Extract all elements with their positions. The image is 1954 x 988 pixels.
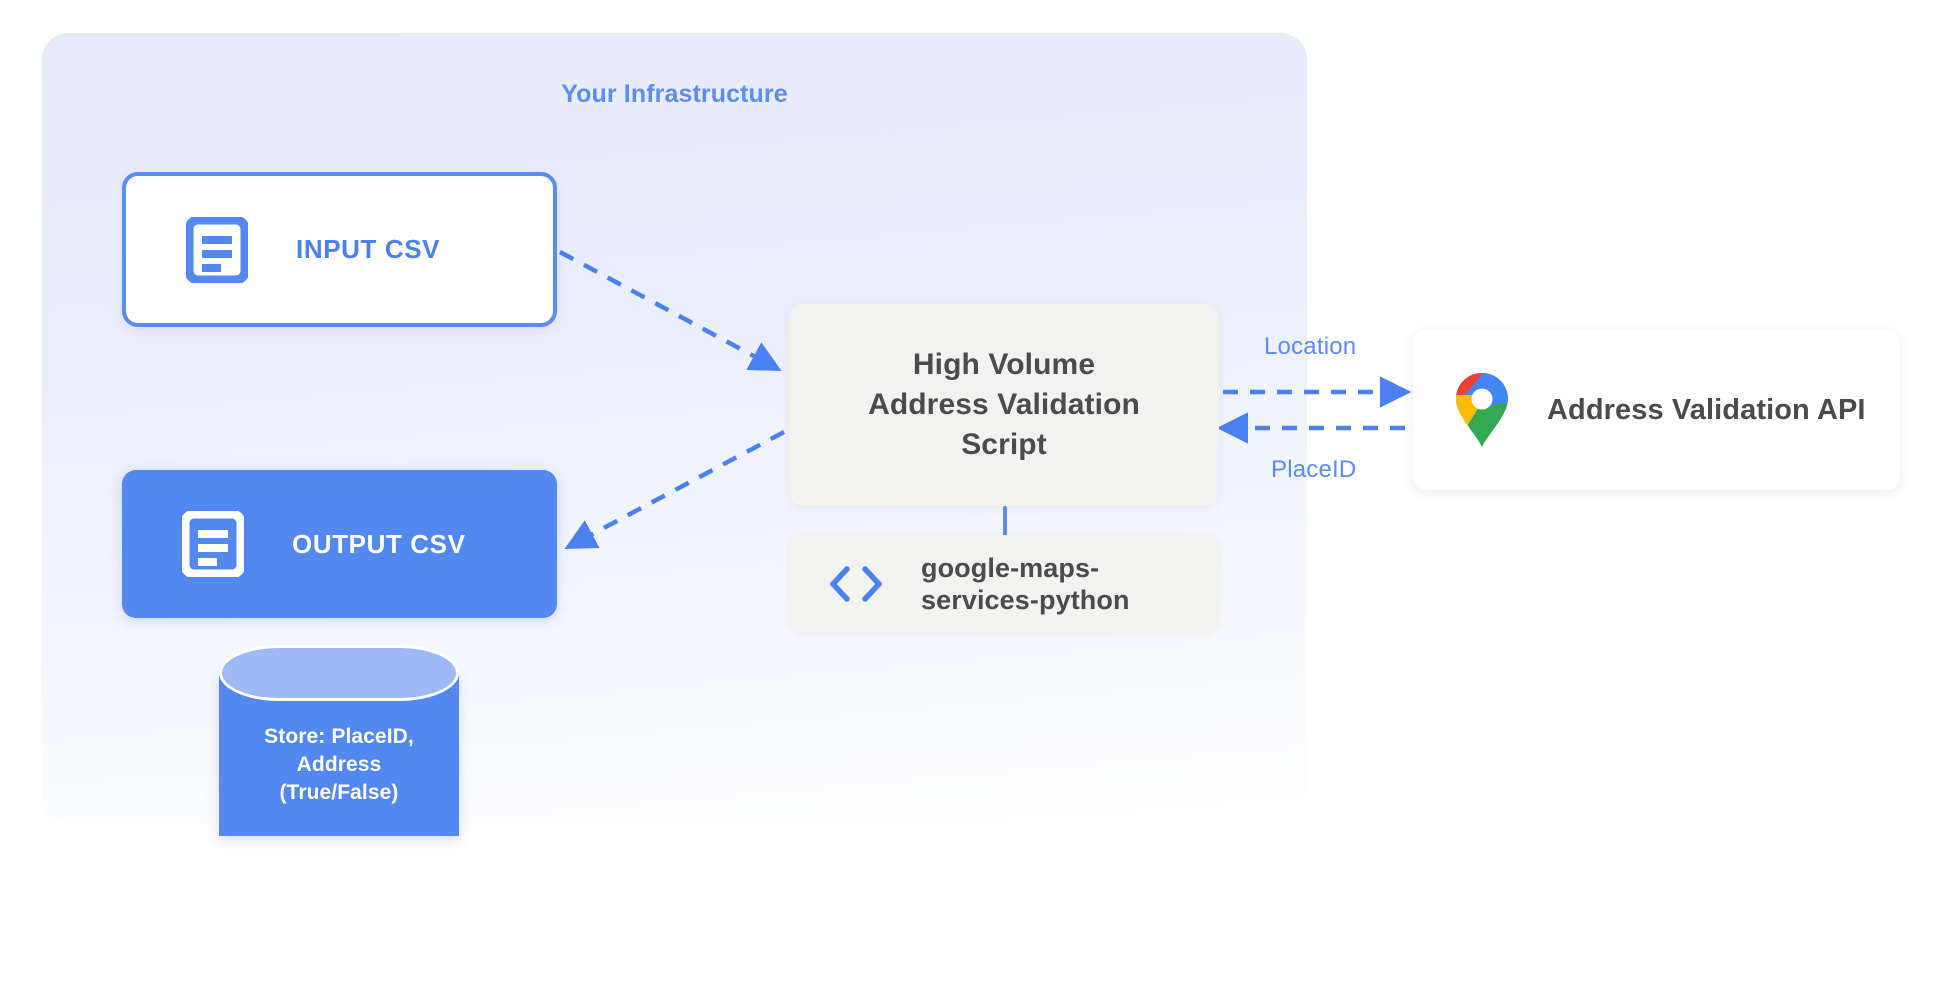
database-text-block: Store: PlaceID, Address (True/False) bbox=[219, 723, 459, 807]
input-csv-label: INPUT CSV bbox=[296, 234, 441, 264]
database-line-1: Store: PlaceID, bbox=[264, 725, 414, 748]
api-label: Address Validation API bbox=[1547, 393, 1866, 426]
node-database[interactable]: Store: PlaceID, Address (True/False) bbox=[219, 645, 459, 863]
database-line-2: Address bbox=[296, 753, 382, 777]
panel-title: Your Infrastructure bbox=[561, 80, 788, 108]
node-input-csv[interactable]: INPUT CSV bbox=[122, 172, 557, 327]
node-address-validation-api[interactable]: Address Validation API bbox=[1413, 330, 1900, 490]
document-icon bbox=[182, 511, 244, 577]
library-line-1: google-maps- bbox=[921, 552, 1100, 583]
library-text-block: google-maps- services-python bbox=[921, 552, 1130, 617]
library-line-2: services-python bbox=[921, 585, 1130, 615]
database-top-ellipse bbox=[219, 645, 459, 701]
google-maps-pin-icon bbox=[1456, 373, 1508, 447]
script-line-3: Script bbox=[961, 427, 1047, 461]
script-text-block: High Volume Address Validation Script bbox=[868, 345, 1140, 465]
edge-label-location: Location bbox=[1264, 333, 1357, 360]
code-brackets-icon bbox=[830, 566, 882, 602]
database-line-3: (True/False) bbox=[279, 781, 399, 805]
script-line-2: Address Validation bbox=[868, 388, 1140, 422]
output-csv-label: OUTPUT CSV bbox=[292, 528, 466, 559]
script-line-1: High Volume bbox=[912, 348, 1096, 382]
node-library[interactable]: google-maps- services-python bbox=[789, 535, 1219, 633]
edge-label-placeid: PlaceID bbox=[1271, 456, 1357, 483]
document-icon bbox=[186, 216, 248, 283]
node-validation-script[interactable]: High Volume Address Validation Script bbox=[789, 304, 1219, 506]
node-output-csv[interactable]: OUTPUT CSV bbox=[122, 470, 557, 618]
script-library-connector bbox=[1003, 506, 1007, 537]
